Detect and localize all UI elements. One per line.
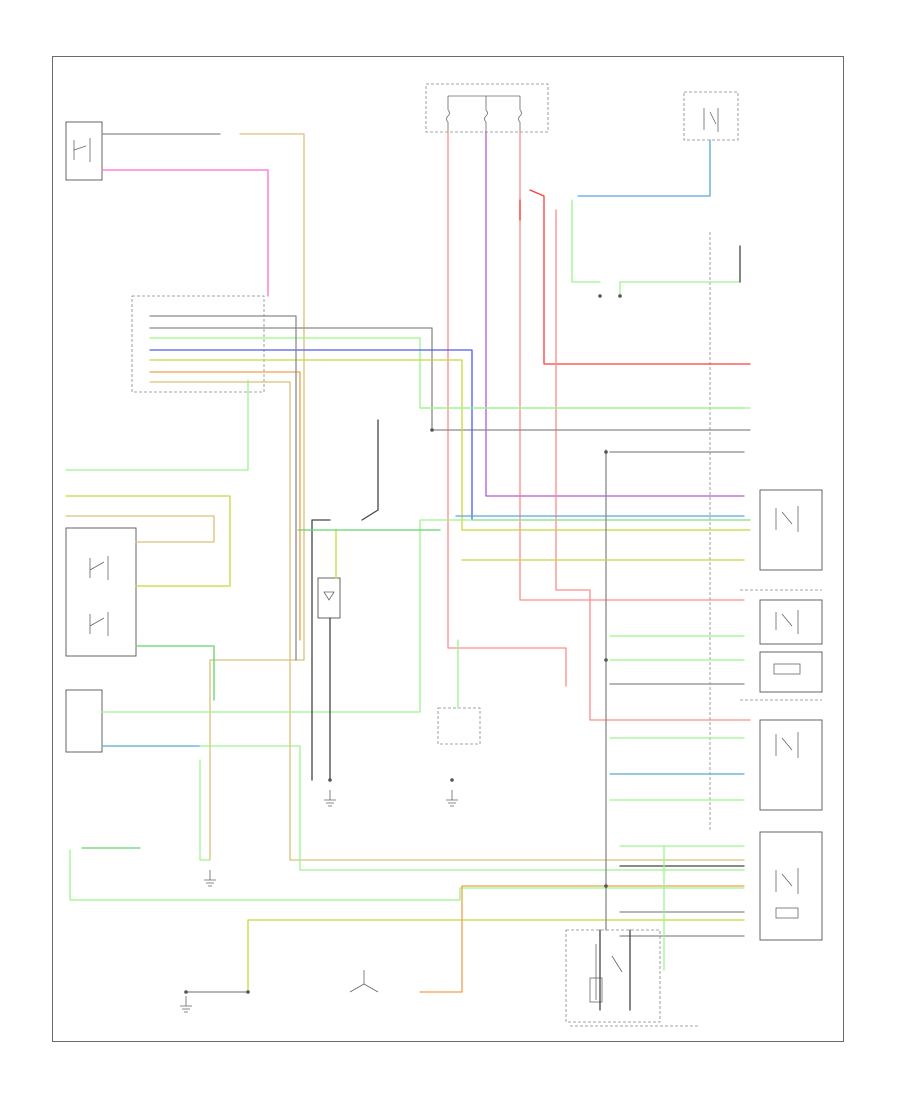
fan-relay-high-contact [775,610,799,634]
dual-pressure-switch-contact-2 [89,612,109,636]
wire-pcm-row-7 [149,315,297,661]
blower-switch-box [65,689,103,753]
auto-dim-relay-contacts [703,108,719,132]
lower-right-relay-contact [775,868,799,894]
wire-green-top-right [571,199,601,283]
fuse-box-dashed [425,83,549,133]
bottom-switch [349,970,379,993]
fan-resistor [773,663,801,675]
lower-right-relay-box [759,831,823,941]
ground-g100-symbol [324,790,336,807]
wire-green-relay-feed [619,281,741,297]
wire-green-left-4 [135,645,215,701]
wire-black-center-top [361,419,379,521]
ground-g300-symbol [180,996,192,1013]
wire-orange-left-3 [65,515,215,543]
fan-relay-high-box [759,599,823,645]
wire-black-bottom-relay [599,929,631,1011]
lower-right-relay-coil [775,907,799,919]
component-outlines [65,83,823,1027]
wire-lightblue-top-right [577,139,711,197]
wire-purple-fuse [485,131,745,497]
wire-green-bottom-left [69,849,745,901]
auto-dim-relay-box [683,91,739,141]
ac-clutch-diode-box [317,577,341,619]
wot-relay-box [437,707,481,745]
bottom-relay-box [565,929,661,1023]
wire-black-ac-clutch [311,519,331,781]
wire-pink-fuse-right [519,131,745,601]
junctions [184,294,622,994]
wire-pink-left-fuse [447,131,567,687]
pcm-connector-box [131,295,265,393]
wire-tan-vertical [209,133,305,861]
wire-green-lower-left [199,745,745,871]
wire-pink-feed [555,209,591,721]
wires [65,131,751,1011]
auto-headlamp-module-switch [73,138,91,162]
wire-green-left-1 [65,379,249,471]
cooling-fan-controller-box [759,719,823,811]
fan-relay-low-box [759,651,823,693]
cooling-fan-controller-contact [775,732,799,758]
wire-yellow-bottom [247,919,745,993]
bottom-relay-contacts [595,944,631,1004]
wire-pcm-row-5 [149,371,301,641]
wire-pcm-row-2 [149,337,751,409]
fuse-symbol-2 [484,96,488,132]
wire-green-lower-left-2 [199,759,211,861]
bottom-relay-coil [589,977,603,1003]
fuse-symbol-3 [518,96,522,132]
wire-yellow-left-2 [65,495,231,587]
wire-magenta-top [101,169,269,297]
blower-relay-box [759,489,823,571]
ac-clutch-diode-symbol [323,591,335,601]
wire-orange-bottom [419,885,745,993]
ground-g200-symbol [204,870,216,887]
dual-pressure-switch-contact-1 [89,556,109,580]
diagram-frame [52,56,844,1042]
wire-pcm-row-1 [149,327,751,431]
wire-pcm-row-6 [149,381,745,861]
fuse-symbol-1 [446,96,450,132]
auto-headlamp-module-box [65,121,103,181]
wire-green-mid-long [101,519,751,713]
blower-relay-contact [775,506,799,532]
ground-g101-symbol [446,790,458,807]
wire-pcm-row-4 [149,359,751,531]
dual-pressure-switch-box [65,527,137,657]
wire-red-main [529,189,751,365]
ground-symbols [180,790,458,1013]
wire-pcm-row-3 [149,349,751,521]
